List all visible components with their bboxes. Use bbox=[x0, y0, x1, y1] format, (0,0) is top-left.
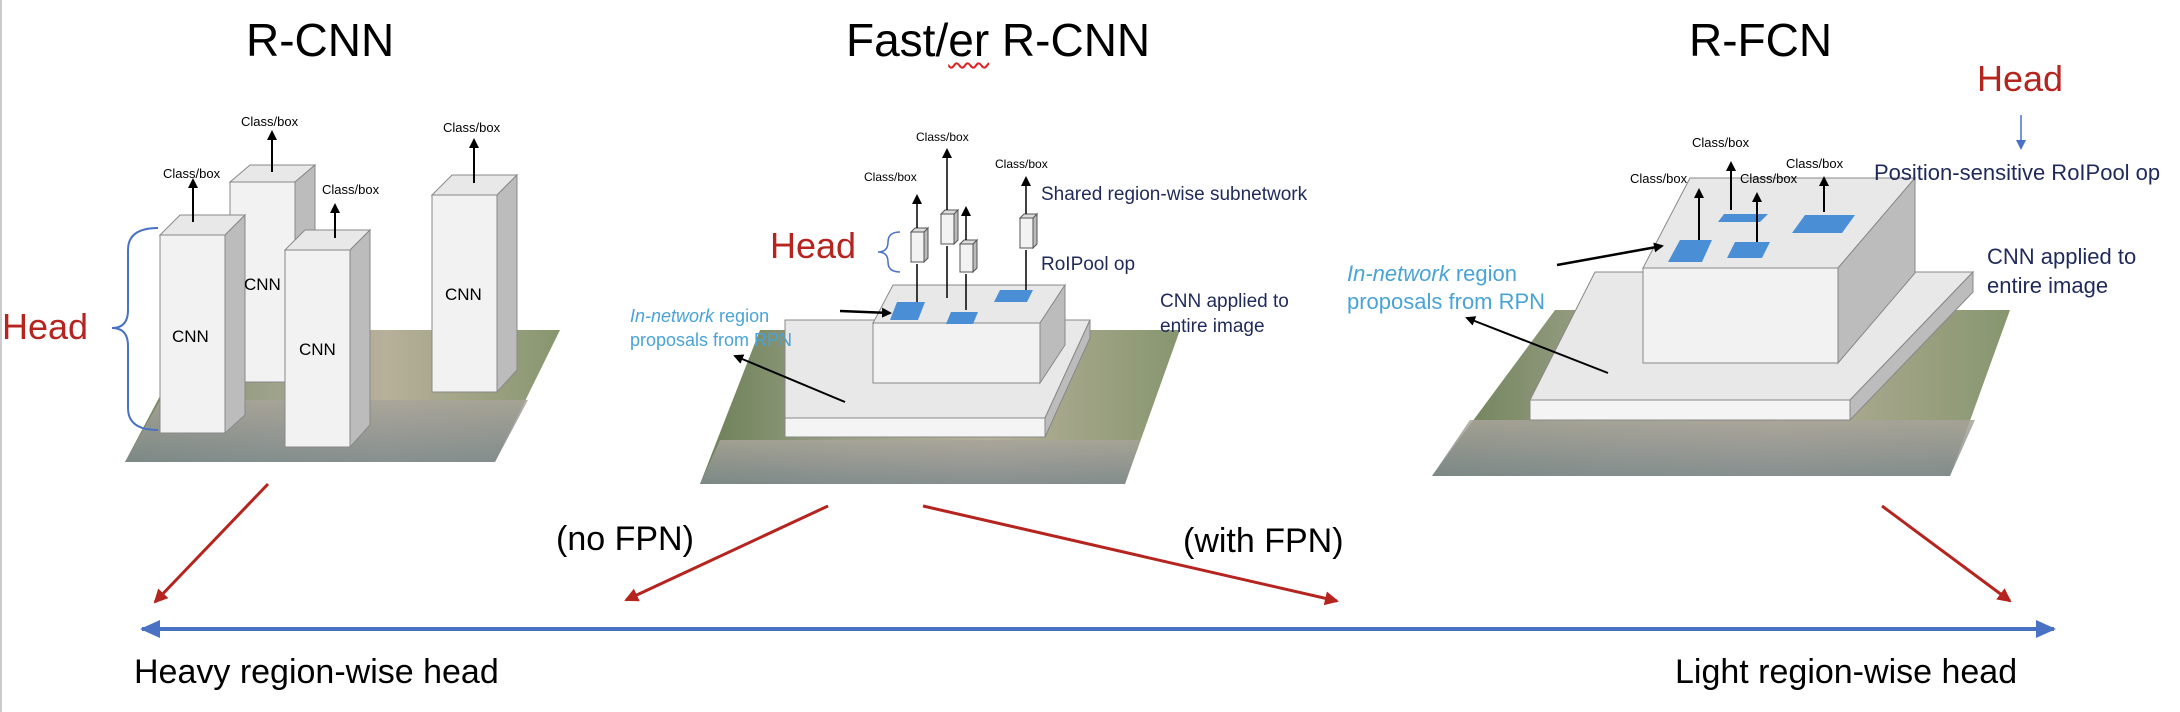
rfcn-possens-label: Position-sensitive RoIPool op bbox=[1874, 160, 2161, 185]
rfcn-classbox-1: Class/box bbox=[1630, 171, 1688, 186]
rcnn-classbox-2: Class/box bbox=[241, 114, 299, 129]
fast-head-label: Head bbox=[770, 225, 857, 266]
rfcn-roi-1 bbox=[1668, 240, 1712, 262]
fast-small-box-3 bbox=[958, 238, 979, 274]
title-fast-er: er bbox=[948, 14, 990, 66]
rfcn-classbox-2: Class/box bbox=[1692, 135, 1750, 150]
rcnn-box-4 bbox=[430, 173, 519, 394]
fast-small-box-4 bbox=[1018, 212, 1039, 250]
rfcn-innet-rest: region bbox=[1449, 261, 1517, 286]
fast-innet-rest: region bbox=[714, 306, 770, 326]
fast-innet-label: In-network region bbox=[630, 307, 769, 325]
rfcn-roi-3 bbox=[1727, 242, 1770, 258]
fast-classbox-3: Class/box bbox=[995, 157, 1048, 171]
rcnn-cnn-label-2: CNN bbox=[244, 275, 281, 294]
rfcn-roi-2 bbox=[1718, 214, 1768, 222]
fast-cnn-applied-1: CNN applied to bbox=[1160, 291, 1289, 312]
with-fpn-label: (with FPN) bbox=[1183, 522, 1344, 560]
fast-roi-2 bbox=[946, 312, 978, 324]
rcnn-classbox-3: Class/box bbox=[322, 182, 380, 197]
fast-classbox-2: Class/box bbox=[916, 130, 969, 144]
rcnn-cnn-label-3: CNN bbox=[299, 340, 336, 359]
rcnn-cnn-label-1: CNN bbox=[172, 327, 209, 346]
title-fast-post: R-CNN bbox=[989, 14, 1151, 66]
title-rfcn: R-FCN bbox=[1689, 14, 1833, 66]
fast-proposals-label: proposals from RPN bbox=[630, 330, 793, 350]
rcnn-cnn-label-4: CNN bbox=[445, 285, 482, 304]
fast-innet-italic: In-network bbox=[630, 306, 715, 326]
light-head-label: Light region-wise head bbox=[1675, 653, 2018, 691]
rfcn-cnn-applied-2: entire image bbox=[1987, 273, 2109, 298]
red-arrow-rfcn bbox=[1881, 504, 2012, 603]
fast-classbox-1: Class/box bbox=[864, 170, 917, 184]
rfcn-classbox-4: Class/box bbox=[1786, 156, 1844, 171]
fast-roi-1 bbox=[890, 302, 925, 320]
title-fast-rcnn: Fast/er R-CNN bbox=[846, 17, 1150, 63]
fast-roi-3 bbox=[994, 290, 1033, 302]
rfcn-cnn-applied-1: CNN applied to bbox=[1987, 244, 2137, 269]
fast-small-box-1 bbox=[909, 226, 930, 264]
rcnn-figure bbox=[111, 130, 560, 462]
rfcn-figure bbox=[1432, 115, 2026, 476]
rfcn-proposals-label: proposals from RPN bbox=[1347, 289, 1546, 314]
rcnn-classbox-4: Class/box bbox=[443, 120, 501, 135]
fast-roipool-label: RoIPool op bbox=[1041, 254, 1136, 275]
fast-cnn-applied-2: entire image bbox=[1160, 316, 1265, 337]
rcnn-head-brace bbox=[111, 227, 159, 431]
red-arrow-no-fpn bbox=[624, 504, 829, 602]
rcnn-head-label: Head bbox=[2, 306, 89, 347]
rfcn-head-label: Head bbox=[1977, 58, 2064, 99]
rfcn-innet-italic: In-network bbox=[1347, 261, 1450, 286]
red-arrow-rcnn bbox=[153, 482, 270, 604]
fast-figure bbox=[700, 148, 1180, 484]
heavy-head-label: Heavy region-wise head bbox=[134, 653, 499, 691]
title-fast-pre: Fast/ bbox=[846, 14, 949, 66]
rcnn-classbox-1: Class/box bbox=[163, 166, 221, 181]
fast-head-brace bbox=[877, 231, 901, 273]
red-arrow-with-fpn bbox=[922, 504, 1339, 606]
no-fpn-label: (no FPN) bbox=[556, 520, 694, 558]
title-rcnn: R-CNN bbox=[246, 14, 395, 66]
rfcn-classbox-3: Class/box bbox=[1740, 171, 1798, 186]
rfcn-innet-label: In-network region bbox=[1347, 263, 1517, 285]
rcnn-box-1 bbox=[158, 213, 247, 435]
rcnn-box-3 bbox=[283, 228, 372, 449]
fast-small-box-2 bbox=[939, 208, 960, 246]
fast-shared-label: Shared region-wise subnetwork bbox=[1041, 184, 1308, 205]
rfcn-roi-4 bbox=[1792, 215, 1855, 233]
